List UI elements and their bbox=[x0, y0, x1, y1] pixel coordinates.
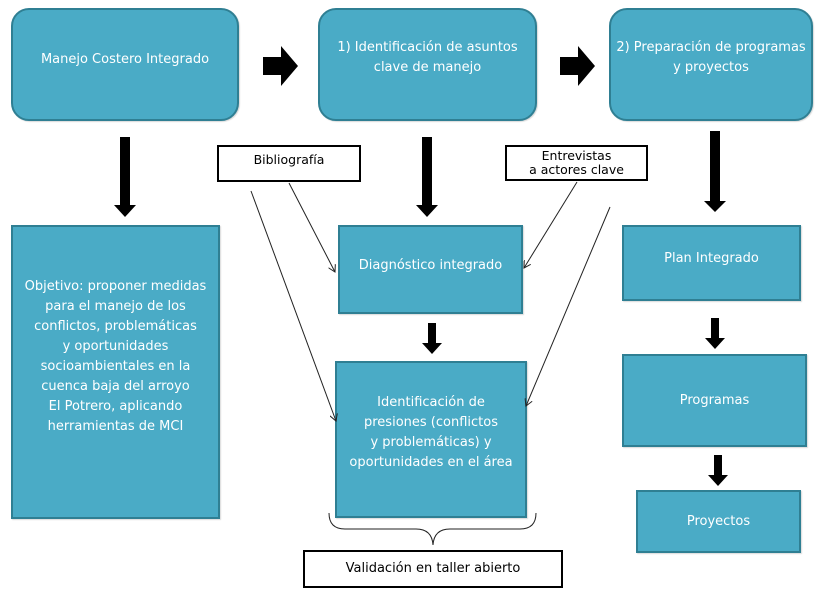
plan-label: Plan Integrado bbox=[664, 251, 759, 266]
down-arrow-icon bbox=[708, 455, 728, 486]
interviews-to-diagnosis-line bbox=[524, 181, 578, 268]
bibliography-to-diagnosis-line bbox=[288, 182, 335, 272]
bibliography-label: Bibliografía bbox=[253, 151, 325, 167]
pressures-label: Identificación de presiones (conflictos … bbox=[349, 394, 513, 470]
down-arrow-icon bbox=[422, 323, 442, 354]
down-arrow-icon bbox=[705, 318, 725, 349]
step1-box: 1) Identificación de asuntos clave de ma… bbox=[318, 8, 537, 121]
objective-box: Objetivo: proponer medidas para el manej… bbox=[11, 225, 220, 519]
interviews-box: Entrevistas a actores clave bbox=[505, 145, 648, 181]
down-arrow-icon bbox=[704, 131, 726, 212]
right-arrow-icon bbox=[263, 46, 298, 86]
down-arrow-icon bbox=[114, 137, 136, 217]
step2-box: 2) Preparación de programas y proyectos bbox=[609, 8, 813, 121]
projects-box: Proyectos bbox=[636, 490, 801, 553]
interviews-to-pressures-line bbox=[526, 206, 611, 406]
bibliography-box: Bibliografía bbox=[217, 145, 361, 182]
programs-box: Programas bbox=[622, 354, 807, 447]
objective-text: Objetivo: proponer medidas para el manej… bbox=[24, 279, 207, 434]
right-arrow-icon bbox=[560, 46, 595, 86]
bibliography-to-pressures-line bbox=[250, 190, 336, 421]
mci-label: Manejo Costero Integrado bbox=[40, 51, 210, 67]
interviews-label: Entrevistas a actores clave bbox=[529, 148, 624, 177]
pressures-box: Identificación de presiones (conflictos … bbox=[335, 361, 527, 518]
programs-label: Programas bbox=[679, 392, 750, 408]
diagnosis-label: Diagnóstico integrado bbox=[358, 257, 503, 273]
step1-label: 1) Identificación de asuntos clave de ma… bbox=[337, 39, 518, 75]
diagnosis-box: Diagnóstico integrado bbox=[338, 225, 523, 314]
validation-label: Validación en taller abierto bbox=[345, 561, 521, 576]
down-arrow-icon bbox=[416, 137, 438, 217]
mci-box: Manejo Costero Integrado bbox=[11, 8, 239, 121]
projects-label: Proyectos bbox=[686, 513, 751, 529]
plan-box: Plan Integrado bbox=[622, 225, 801, 301]
validation-box: Validación en taller abierto bbox=[303, 550, 563, 588]
step2-label: 2) Preparación de programas y proyectos bbox=[616, 39, 806, 75]
